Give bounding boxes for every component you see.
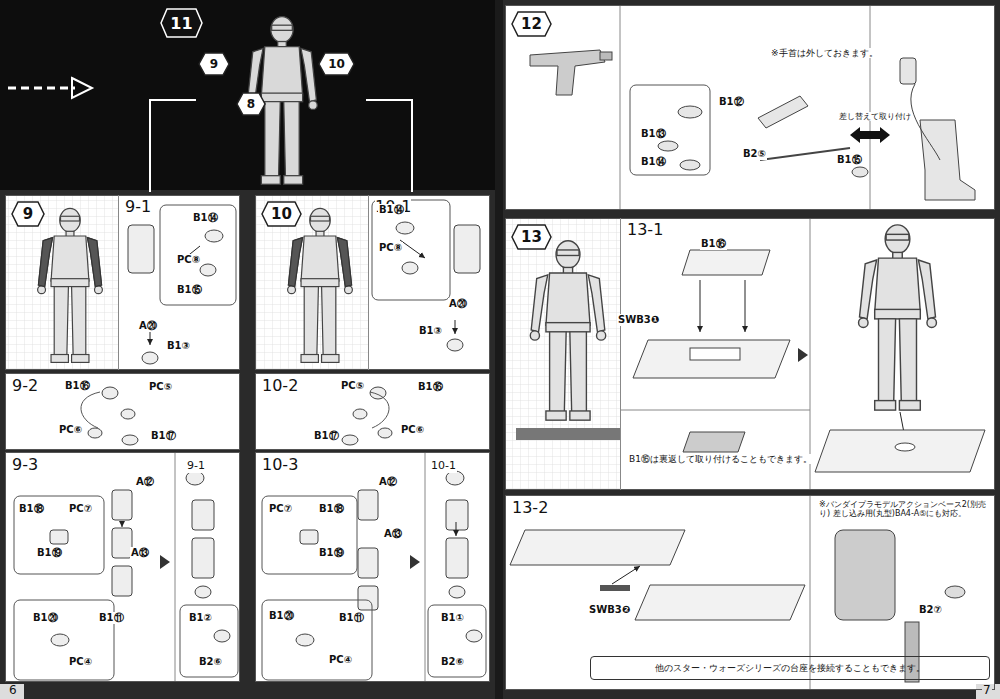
- part-label: B2⑤: [742, 148, 767, 160]
- part-label: B1⑭: [192, 212, 219, 224]
- part-label: B1⑮: [836, 154, 863, 166]
- note-box: 他のスター・ウォーズシリーズの台座を接続することもできます。: [590, 656, 990, 680]
- step-number: 9: [210, 57, 218, 71]
- part-label: B1③: [166, 340, 191, 352]
- step-badge: 10: [261, 201, 302, 227]
- part-label: B1⑱: [18, 503, 45, 515]
- step-number: 12: [521, 15, 542, 33]
- part-label: PC⑤: [148, 381, 173, 393]
- step-number: 8: [247, 97, 255, 111]
- part-label: A⑫: [378, 476, 398, 488]
- step-number: 13-1: [627, 220, 663, 239]
- part-label: B1⑳: [32, 612, 59, 624]
- substep-panel: 9-3: [5, 452, 240, 682]
- part-label: B1①: [440, 612, 465, 624]
- part-label: B1⑯: [64, 380, 91, 392]
- part-label: B1⑬: [640, 128, 667, 140]
- step-number: 13: [521, 228, 542, 246]
- part-label: PC⑦: [268, 503, 293, 515]
- step-badge: 13: [511, 224, 552, 250]
- part-label: A⑬: [130, 547, 150, 559]
- step-hexagon: 11: [160, 8, 203, 38]
- note-text: 他のスター・ウォーズシリーズの台座を接続することもできます。: [655, 662, 925, 675]
- part-label: B2⑥: [198, 656, 223, 668]
- part-label: B1⑰: [150, 430, 177, 442]
- part-label: PC⑦: [68, 503, 93, 515]
- subassembly-label: 9-1: [186, 460, 206, 473]
- callout-hexagon: 9: [198, 52, 230, 76]
- page-number: 6: [8, 684, 18, 698]
- part-label: A⑬: [383, 528, 403, 540]
- part-label: B1⑪: [98, 612, 125, 624]
- part-label: B1⑲: [36, 547, 63, 559]
- part-label: B1⑯: [417, 381, 444, 393]
- part-label: PC④: [328, 654, 353, 666]
- part-label: B1⑲: [318, 547, 345, 559]
- substep-panel: 9-2: [5, 373, 240, 450]
- step-badge: 9: [11, 201, 45, 227]
- part-label: PC④: [68, 656, 93, 668]
- step-number: 10: [328, 57, 345, 71]
- part-label: B1⑳: [268, 610, 295, 622]
- part-label: A⑳: [448, 298, 468, 310]
- substep-panel: 10-3: [255, 452, 490, 682]
- part-label: SWB3❷: [588, 604, 631, 616]
- step-number: 9-2: [12, 376, 38, 395]
- step-panel: 10 10-1: [255, 195, 490, 370]
- part-label: B1⑭: [378, 204, 405, 216]
- substep-panel: 10-2: [255, 373, 490, 450]
- step-number: 9-3: [12, 455, 38, 474]
- step-number: 13-2: [512, 498, 548, 517]
- note-text: B1⑯は裏返して取り付けることもできます。: [628, 454, 813, 464]
- part-label: B2⑥: [440, 656, 465, 668]
- part-label: A⑫: [135, 476, 155, 488]
- subassembly-label: 10-1: [430, 460, 457, 473]
- note-text: 差し替えて取り付け: [838, 112, 912, 121]
- part-label: B1⑰: [313, 430, 340, 442]
- part-label: PC⑥: [58, 424, 83, 436]
- part-label: B1⑯: [700, 238, 727, 250]
- substep-panel: 13-2 他のスター・ウォーズシリーズの台座を接続することもできます。: [505, 495, 995, 690]
- callout-hexagon: 8: [236, 92, 266, 116]
- part-label: A⑳: [138, 320, 158, 332]
- part-label: B1⑱: [318, 503, 345, 515]
- step-number: 10: [271, 205, 292, 223]
- part-label: B1⑮: [176, 284, 203, 296]
- part-label: PC⑤: [340, 380, 365, 392]
- step-panel: 13 13-1: [505, 218, 995, 490]
- step-number: 10-3: [262, 455, 298, 474]
- callout-hexagon: 10: [318, 52, 355, 76]
- part-label: PC⑧: [378, 242, 403, 254]
- step-panel: 12: [505, 5, 995, 210]
- step-number: 11: [170, 14, 192, 33]
- note-text: ※手首は外しておきます。: [770, 48, 879, 58]
- step-number: 10-2: [262, 376, 298, 395]
- part-label: SWB3❶: [617, 314, 660, 326]
- step-badge: 12: [511, 11, 552, 37]
- part-label: B1②: [188, 612, 213, 624]
- step-number: 9: [23, 205, 33, 223]
- note-text: ※バンダイプラモデルアクションベース2(別売り) 差し込み用(丸型)BA4-A⑤…: [818, 500, 992, 518]
- part-label: B1③: [418, 325, 443, 337]
- substep-panel: 10-1: [368, 195, 490, 370]
- substep-panel: 13-1: [620, 218, 995, 490]
- part-label: PC⑧: [176, 254, 201, 266]
- part-label: B1⑫: [718, 96, 745, 108]
- part-label: PC⑥: [400, 424, 425, 436]
- part-label: B1⑪: [338, 612, 365, 624]
- part-label: B2⑦: [918, 604, 943, 616]
- page-number: 7: [982, 684, 992, 698]
- part-label: B1⑭: [640, 156, 667, 168]
- step-number: 9-1: [125, 197, 151, 216]
